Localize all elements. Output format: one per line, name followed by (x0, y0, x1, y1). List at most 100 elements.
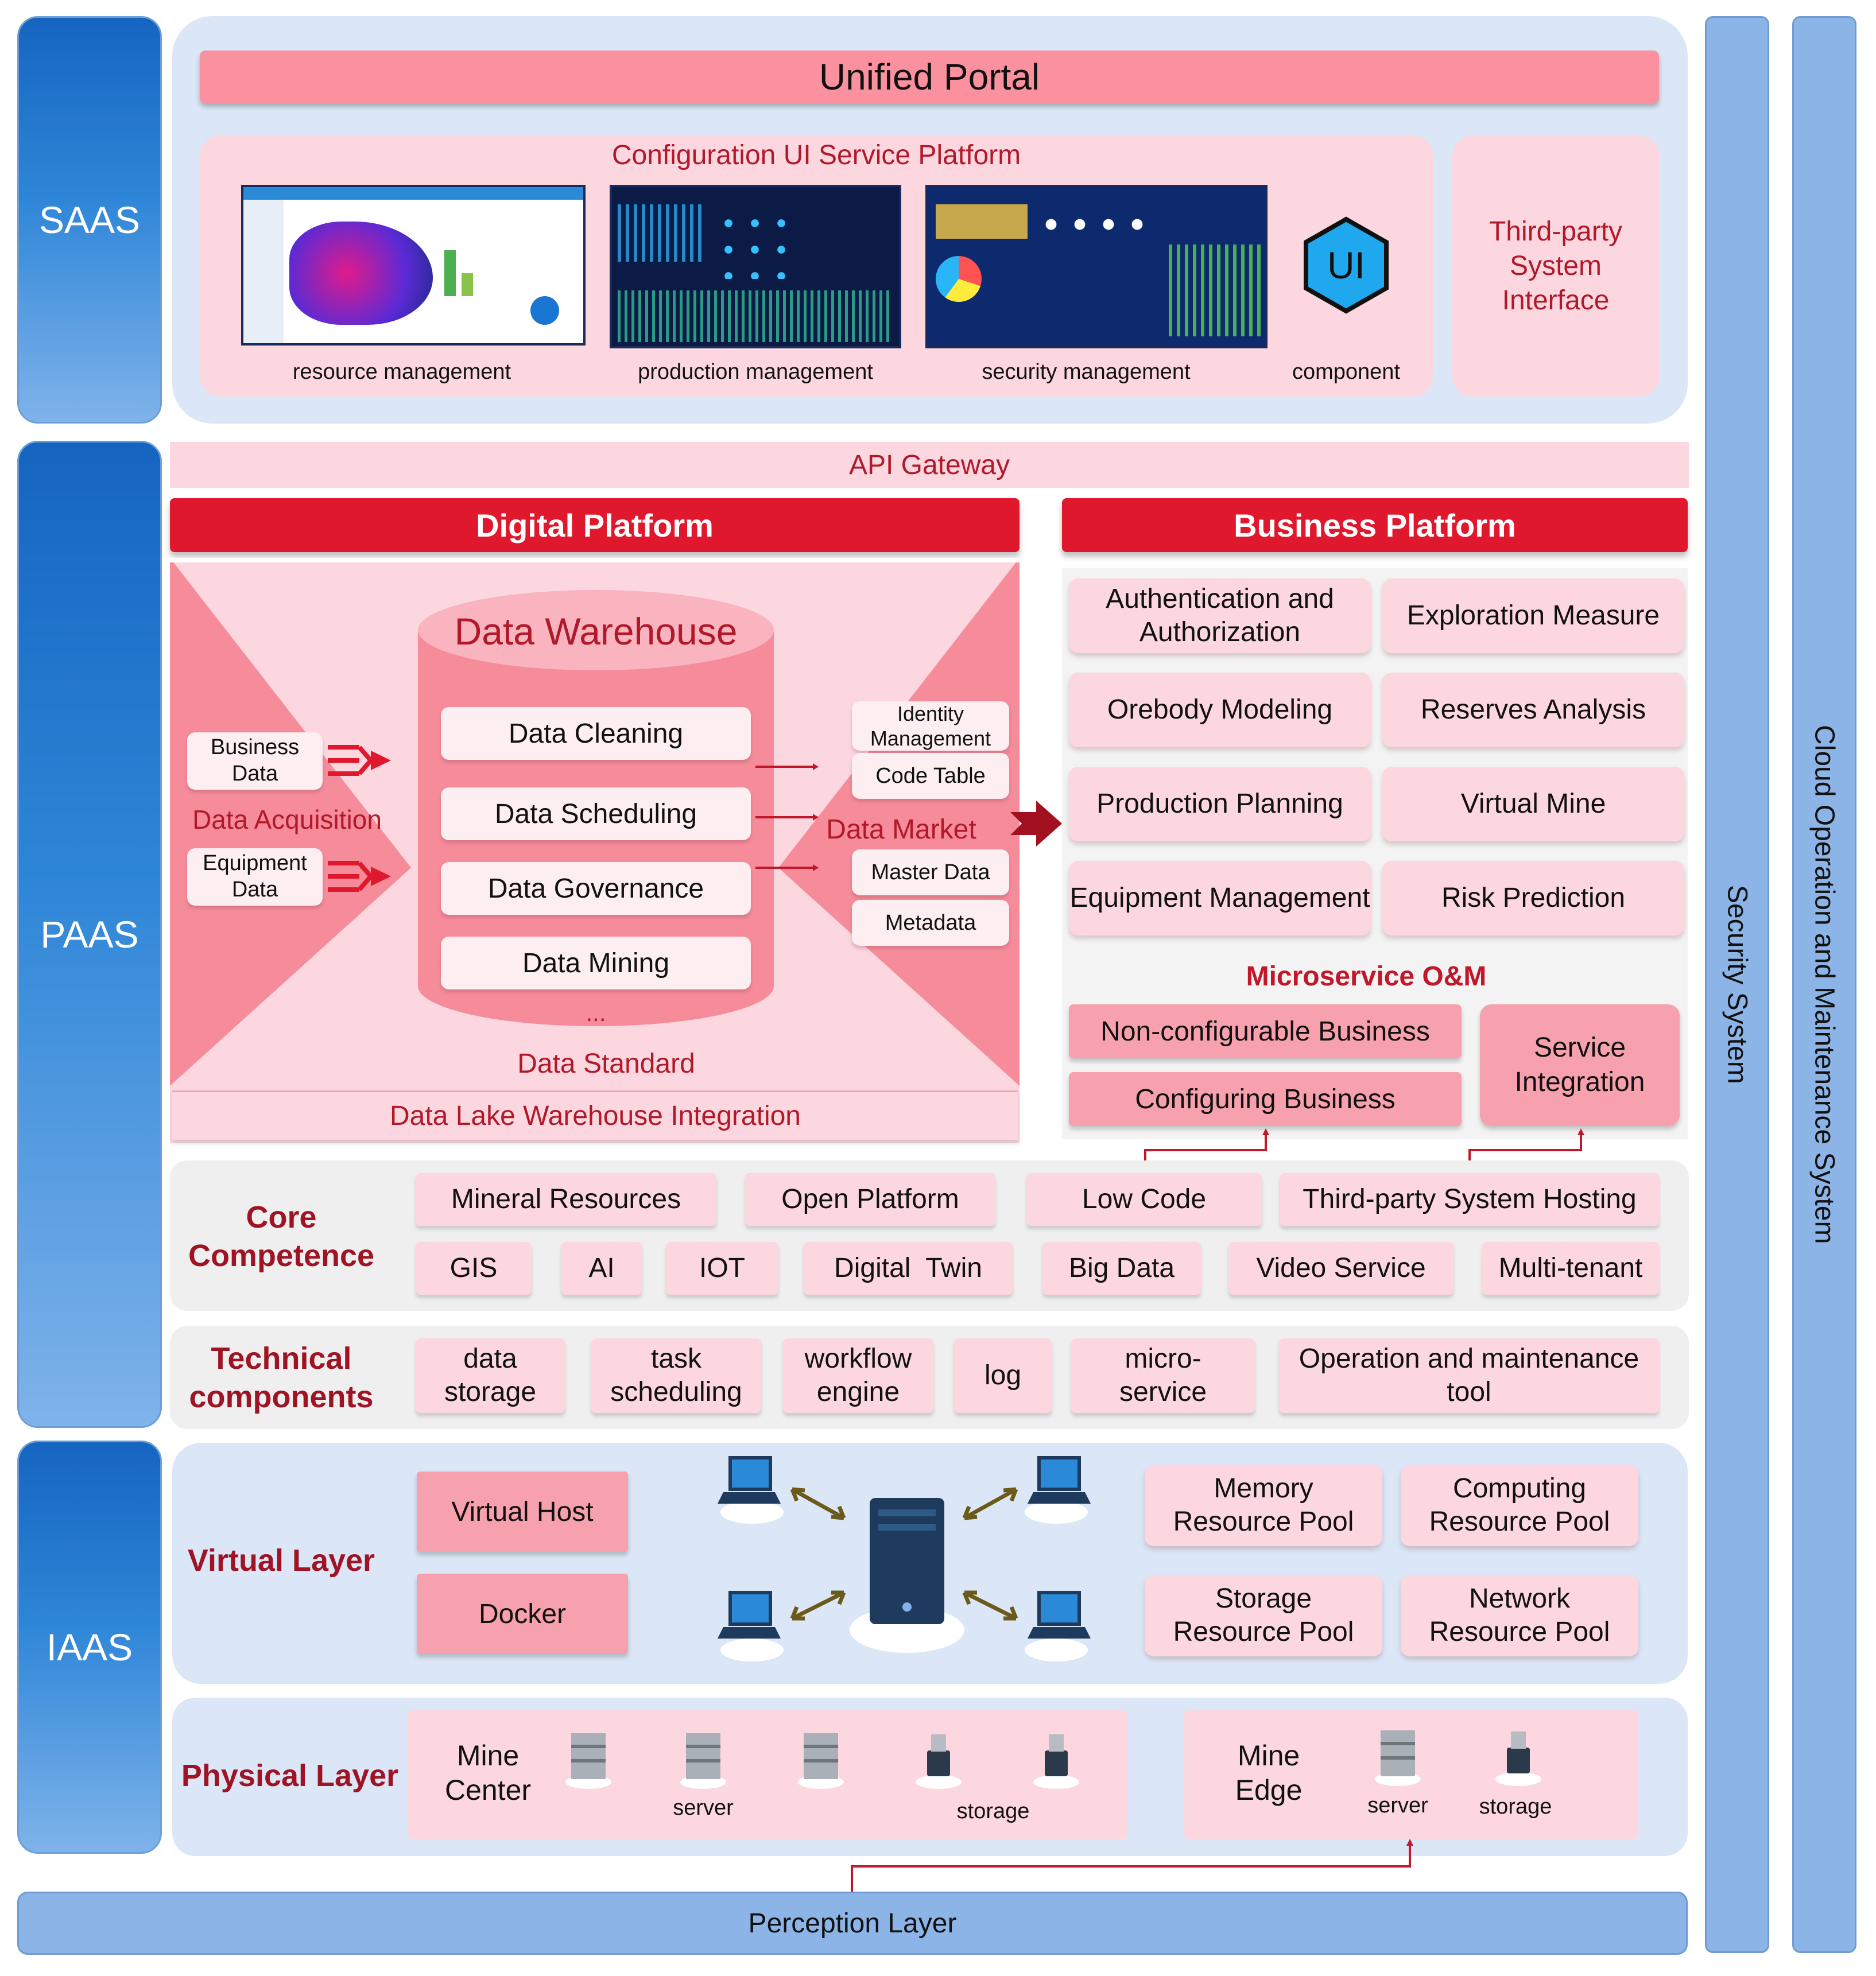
business-platform-title: Business Platform (1234, 507, 1516, 544)
orebody-modeling-box[interactable]: Orebody Modeling (1069, 673, 1371, 747)
to-business-arrow-icon (1010, 801, 1062, 847)
mineral-resources-box[interactable]: Mineral Resources (416, 1173, 716, 1226)
gis-box[interactable]: GIS (416, 1242, 532, 1295)
authentication-authorization-box[interactable]: Authentication and Authorization (1069, 579, 1371, 653)
digital-twin-box[interactable]: Digital Twin (804, 1242, 1013, 1295)
mineral-resources-label: Mineral Resources (451, 1184, 681, 1215)
production-planning-label: Production Planning (1096, 789, 1343, 820)
third-party-label: Third-party System Interface (1489, 216, 1623, 316)
business-data-label: Business Data (210, 735, 300, 786)
equipment-data-box[interactable]: Equipment Data (187, 848, 323, 906)
code-table-box[interactable]: Code Table (852, 753, 1009, 799)
big-data-box[interactable]: Big Data (1042, 1242, 1201, 1295)
master-data-box[interactable]: Master Data (852, 849, 1009, 895)
mine-center-label: Mine Center (419, 1736, 557, 1810)
data-standard-label: Data Standard (517, 1048, 695, 1079)
computing-resource-pool-box[interactable]: Computing Resource Pool (1401, 1465, 1638, 1546)
metadata-box[interactable]: Metadata (852, 900, 1009, 946)
physical-layer-label: Physical Layer (181, 1758, 399, 1793)
ellipsis: ... (586, 999, 606, 1026)
equipment-management-box[interactable]: Equipment Management (1069, 861, 1371, 935)
workflow-engine-box[interactable]: workflow engine (783, 1338, 933, 1413)
acquisition-arrow-icon (325, 740, 394, 781)
identity-management-box[interactable]: Identity Management (852, 701, 1009, 751)
multi-tenant-label: Multi-tenant (1498, 1253, 1643, 1284)
non-configurable-business-box[interactable]: Non-configurable Business (1069, 1004, 1462, 1058)
data-scheduling-box[interactable]: Data Scheduling (441, 787, 751, 840)
service-integration-box[interactable]: Service Integration (1480, 1004, 1680, 1126)
risk-prediction-box[interactable]: Risk Prediction (1382, 861, 1684, 935)
micro-service-box[interactable]: micro-service (1071, 1338, 1255, 1413)
third-party-system-interface[interactable]: Third-party System Interface (1452, 135, 1659, 397)
center-server-caption: server (673, 1795, 734, 1820)
caption-resource-management: resource management (292, 359, 511, 384)
acquisition-arrow-icon (325, 856, 394, 896)
security-management-thumbnail[interactable] (925, 185, 1268, 348)
iaas-layer-bar: IAAS (17, 1441, 162, 1854)
unified-portal[interactable]: Unified Portal (200, 51, 1659, 103)
production-planning-box[interactable]: Production Planning (1069, 767, 1371, 841)
business-data-box[interactable]: Business Data (187, 732, 323, 790)
ui-icon-text: UI (1327, 244, 1365, 286)
data-lake-warehouse-integration[interactable]: Data Lake Warehouse Integration (172, 1090, 1018, 1140)
perception-layer-bar: Perception Layer (17, 1892, 1688, 1955)
ai-label: AI (588, 1253, 615, 1284)
video-service-label: Video Service (1256, 1253, 1426, 1284)
storage-resource-pool-label: Storage Resource Pool (1173, 1583, 1354, 1647)
server-icon (795, 1727, 847, 1791)
data-cleaning-box[interactable]: Data Cleaning (441, 707, 751, 760)
paas-label: PAAS (40, 913, 139, 956)
technical-components-label: Technical components (189, 1341, 374, 1415)
api-gateway-label: API Gateway (848, 449, 1010, 480)
ai-box[interactable]: AI (561, 1242, 642, 1295)
microservice-om-label: Microservice O&M (1246, 961, 1487, 992)
om-tool-box[interactable]: Operation and maintenance tool (1279, 1338, 1659, 1413)
memory-resource-pool-box[interactable]: Memory Resource Pool (1145, 1465, 1382, 1546)
data-governance-box[interactable]: Data Governance (441, 862, 751, 915)
mine-center-text: Mine Center (444, 1740, 532, 1806)
data-governance-label: Data Governance (487, 873, 704, 904)
config-ui-platform-title: Configuration UI Service Platform (611, 139, 1021, 170)
task-scheduling-box[interactable]: task scheduling (591, 1338, 761, 1413)
third-party-hosting-box[interactable]: Third-party System Hosting (1280, 1173, 1659, 1226)
digital-platform-title: Digital Platform (476, 507, 714, 544)
storage-icon (1493, 1725, 1544, 1788)
production-management-thumbnail[interactable] (610, 185, 901, 348)
digital-platform-header: Digital Platform (170, 498, 1020, 552)
api-gateway[interactable]: API Gateway (170, 442, 1689, 488)
exploration-measure-box[interactable]: Exploration Measure (1382, 579, 1684, 653)
log-label: log (984, 1360, 1022, 1391)
data-storage-box[interactable]: data storage (416, 1338, 565, 1413)
equipment-management-label: Equipment Management (1069, 883, 1370, 914)
equipment-data-label: Equipment Data (203, 851, 307, 902)
virtual-mine-box[interactable]: Virtual Mine (1382, 767, 1684, 841)
gis-label: GIS (449, 1253, 498, 1284)
orebody-modeling-label: Orebody Modeling (1107, 694, 1333, 725)
ui-component-icon[interactable]: UI (1292, 213, 1401, 317)
om-tool-label: Operation and maintenance tool (1299, 1344, 1639, 1407)
master-data-label: Master Data (871, 860, 990, 884)
configuring-business-box[interactable]: Configuring Business (1069, 1072, 1462, 1126)
data-cleaning-label: Data Cleaning (508, 718, 684, 749)
storage-icon (1030, 1727, 1082, 1791)
multi-tenant-box[interactable]: Multi-tenant (1482, 1242, 1659, 1295)
docker-box[interactable]: Docker (417, 1574, 628, 1654)
network-resource-pool-box[interactable]: Network Resource Pool (1401, 1575, 1638, 1656)
reserves-analysis-box[interactable]: Reserves Analysis (1382, 673, 1684, 747)
resource-management-thumbnail[interactable] (241, 185, 586, 345)
video-service-box[interactable]: Video Service (1228, 1242, 1453, 1295)
paas-layer-bar: PAAS (17, 441, 162, 1428)
data-scheduling-label: Data Scheduling (494, 798, 697, 829)
iot-box[interactable]: IOT (666, 1242, 778, 1295)
edge-server-caption: server (1367, 1793, 1428, 1818)
caption-security-management: security management (982, 359, 1191, 384)
virtual-host-box[interactable]: Virtual Host (417, 1472, 628, 1552)
data-mining-box[interactable]: Data Mining (441, 937, 751, 989)
log-box[interactable]: log (954, 1338, 1052, 1413)
perception-layer-label: Perception Layer (748, 1908, 957, 1939)
low-code-box[interactable]: Low Code (1026, 1173, 1262, 1226)
virtual-host-label: Virtual Host (451, 1496, 594, 1527)
cloud-om-bar: Cloud Operation and Maintenance System (1792, 16, 1856, 1953)
open-platform-box[interactable]: Open Platform (745, 1173, 995, 1226)
storage-resource-pool-box[interactable]: Storage Resource Pool (1145, 1575, 1382, 1656)
